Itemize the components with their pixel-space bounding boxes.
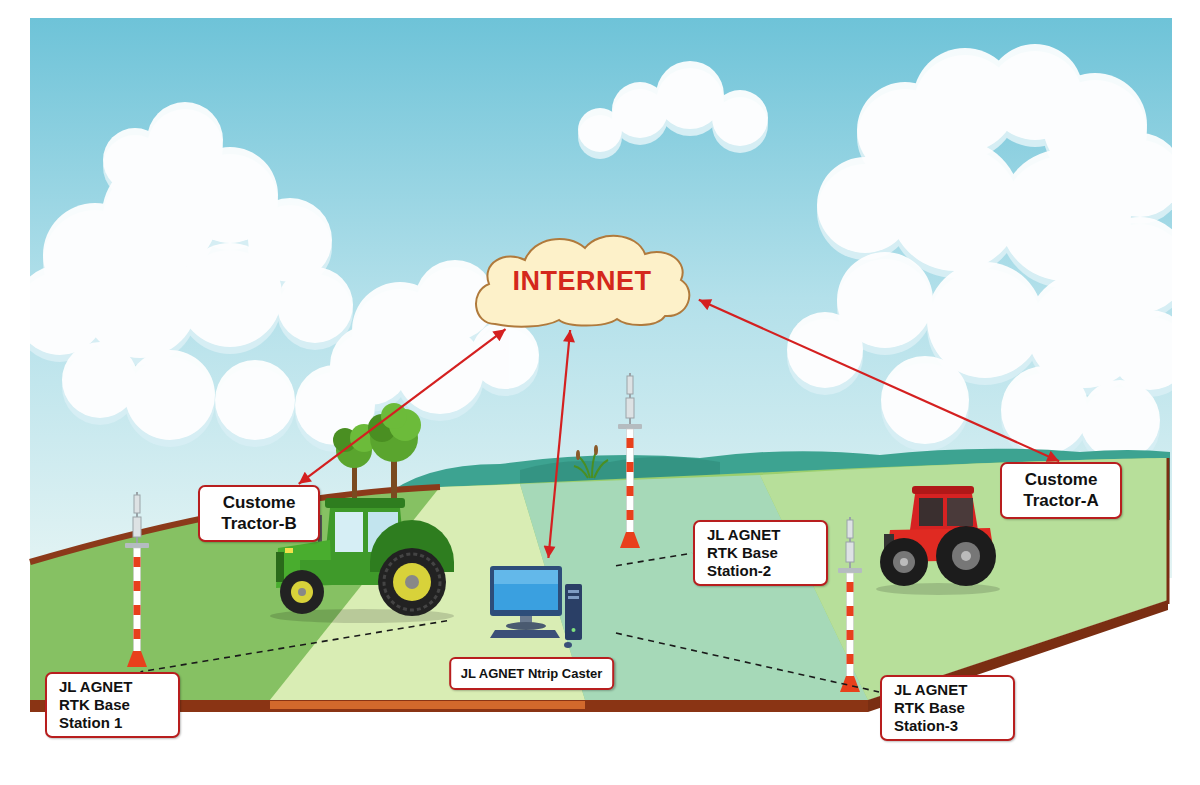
tractor-red-part [947, 498, 973, 526]
internet-link [699, 300, 1059, 461]
tractor-red-part [919, 498, 943, 526]
grass-tuft-part [574, 466, 588, 478]
computer-symbol-part [568, 590, 579, 593]
ground-part [270, 701, 585, 709]
tractor-green-part [291, 581, 313, 603]
trees [333, 403, 421, 500]
tractor-green-part [276, 552, 284, 582]
computer-symbol-part [572, 628, 576, 632]
label-text: Custome Tractor-A [1011, 470, 1111, 510]
base-station-towers [125, 373, 862, 692]
data-link-dashed [140, 621, 447, 672]
grass-tuft-part [578, 456, 590, 478]
grass-tuft-part [576, 450, 580, 460]
computer-symbol-part [494, 570, 558, 610]
sky-clouds-part-part [277, 267, 353, 343]
tractor-red-part [936, 526, 996, 586]
tractor-red-part [880, 538, 928, 586]
internet-cloud: INTERNET [467, 228, 697, 328]
data-link-dashed [616, 633, 879, 692]
tractor-red-part [893, 551, 915, 573]
tractor-label: Custome Tractor-B [198, 485, 320, 542]
base-station-label: JL AGNET RTK Base Station-3 [880, 675, 1015, 741]
tractor-green-part [280, 570, 324, 614]
sky-clouds-part-part [712, 90, 768, 146]
base-station-label: JL AGNET RTK Base Station-2 [693, 520, 828, 586]
cloud-outline [476, 236, 689, 327]
tractor-red [876, 486, 1000, 595]
computer-symbol [490, 566, 582, 648]
tractor-green-part [325, 498, 405, 508]
label-text: Custome Tractor-B [209, 493, 309, 533]
sky-clouds-part-part [178, 243, 282, 347]
grass-tuft-part [594, 445, 598, 455]
computer-symbol-part [490, 630, 560, 638]
tractor-red-part [876, 583, 1000, 595]
computer-symbol-part [490, 566, 562, 616]
grass-tuft [574, 445, 608, 478]
sky-clouds-part-part [578, 108, 622, 152]
tractor-red-part [912, 486, 974, 494]
ground [30, 458, 1168, 712]
tractor-label: Custome Tractor-A [1000, 462, 1122, 519]
tractor-green-part [298, 588, 306, 596]
sky-clouds-part-part [471, 321, 539, 389]
tractor-green-part [393, 563, 431, 601]
tractor-green-part [285, 548, 293, 553]
tractor-green-part [384, 554, 440, 610]
computer-symbol-part [568, 596, 579, 599]
label-text: JL AGNET RTK Base Station-2 [707, 526, 807, 579]
cloud-title: INTERNET [513, 266, 652, 298]
sky-clouds-part-part [1110, 310, 1172, 390]
ground-part [1167, 458, 1170, 604]
grass-tuft-part [594, 460, 608, 478]
sky-clouds-part [30, 44, 1172, 460]
tower-symbol [618, 373, 642, 548]
sky-clouds-part-part [215, 360, 295, 440]
base-station-label: JL AGNET RTK Base Station 1 [45, 672, 180, 738]
ntrip-caster: JL AGNET Ntrip Caster [448, 560, 615, 690]
tractor-green-part [378, 548, 446, 616]
label-text: JL AGNET Ntrip Caster [461, 666, 603, 681]
computer-symbol-part [565, 584, 582, 640]
tower-symbol [838, 517, 862, 692]
sky-clouds-part-part [1080, 380, 1160, 460]
tractor-green-part [335, 512, 363, 552]
computer-symbol-part [506, 622, 546, 630]
sky-clouds-part-part [125, 350, 215, 440]
tower-symbol [125, 492, 149, 667]
label-box: JL AGNET Ntrip Caster [449, 657, 615, 690]
tractor-red-part [952, 542, 980, 570]
tractor-red-part [961, 551, 971, 561]
computer-symbol-part [564, 642, 572, 648]
tractor-green-part [405, 575, 419, 589]
connectors [140, 300, 1059, 692]
label-text: JL AGNET RTK Base Station 1 [59, 678, 159, 731]
tractor-red-part [900, 558, 908, 566]
tractor-red-part [910, 494, 978, 530]
data-link-dashed [616, 553, 692, 566]
cloud-text-holder: INTERNET [467, 228, 697, 328]
internet-link [299, 329, 506, 484]
sky-clouds [30, 44, 1172, 467]
sky-clouds-part-part [103, 128, 167, 192]
sky-clouds-part-part [787, 312, 863, 388]
computer-symbol-part [494, 570, 558, 584]
label-text: JL AGNET RTK Base Station-3 [894, 681, 994, 734]
internet-link [548, 330, 570, 558]
